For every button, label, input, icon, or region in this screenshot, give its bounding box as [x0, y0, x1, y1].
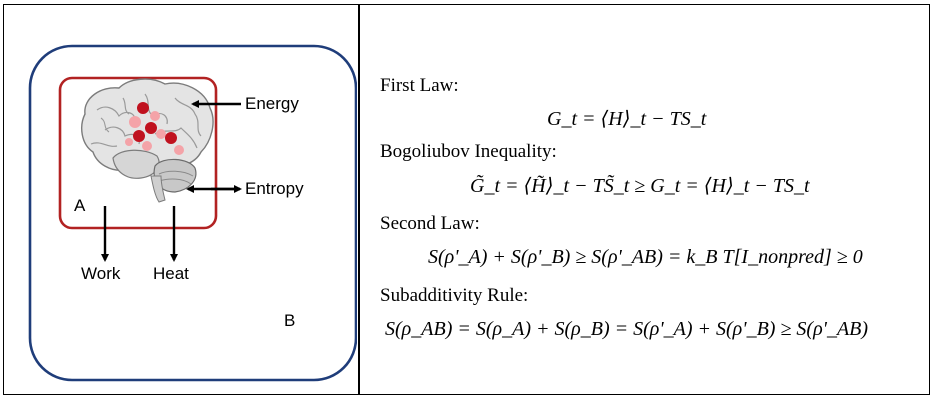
activation-spot: [150, 111, 160, 121]
figure-frame: [3, 4, 930, 395]
activation-spots: [125, 102, 184, 155]
diagram-canvas: [28, 44, 357, 382]
activation-spot: [145, 122, 157, 134]
brain-icon: [81, 78, 214, 203]
activation-spot: [156, 129, 166, 139]
inner-system-boundary: [58, 76, 218, 230]
heat-label: Heat: [153, 264, 189, 283]
system-a-label: A: [74, 196, 86, 215]
activation-spot: [142, 141, 152, 151]
entropy-label: Entropy: [245, 179, 304, 198]
bogoliubov-formula: G̃_t = ⟨H̃⟩_t − TS̃_t ≥ G_t = ⟨H⟩_t − TS…: [470, 175, 810, 197]
work-label: Work: [81, 264, 121, 283]
subadditivity-heading: Subadditivity Rule:: [380, 285, 529, 306]
first-law-formula: G_t = ⟨H⟩_t − TS_t: [547, 108, 707, 130]
subadditivity-formula: S(ρ_AB) = S(ρ_A) + S(ρ_B) = S(ρ'_A) + S(…: [385, 318, 869, 340]
system-b-label: B: [284, 311, 296, 330]
energy-label: Energy: [245, 94, 299, 113]
system-diagram: Energy Entropy A B Work Heat: [5, 6, 357, 394]
second-law-heading: Second Law:: [380, 213, 480, 234]
panel-divider: [358, 4, 360, 395]
activation-spot: [174, 145, 184, 155]
bogoliubov-heading: Bogoliubov Inequality:: [380, 141, 557, 162]
first-law-heading: First Law:: [380, 75, 459, 96]
second-law-formula: S(ρ'_A) + S(ρ'_B) ≥ S(ρ'_AB) = k_B T[I_n…: [428, 246, 863, 268]
activation-spot: [165, 132, 177, 144]
activation-spot: [137, 102, 149, 114]
activation-spot: [125, 138, 133, 146]
outer-system-boundary: [28, 44, 357, 382]
activation-spot: [129, 116, 141, 128]
activation-spot: [133, 130, 145, 142]
